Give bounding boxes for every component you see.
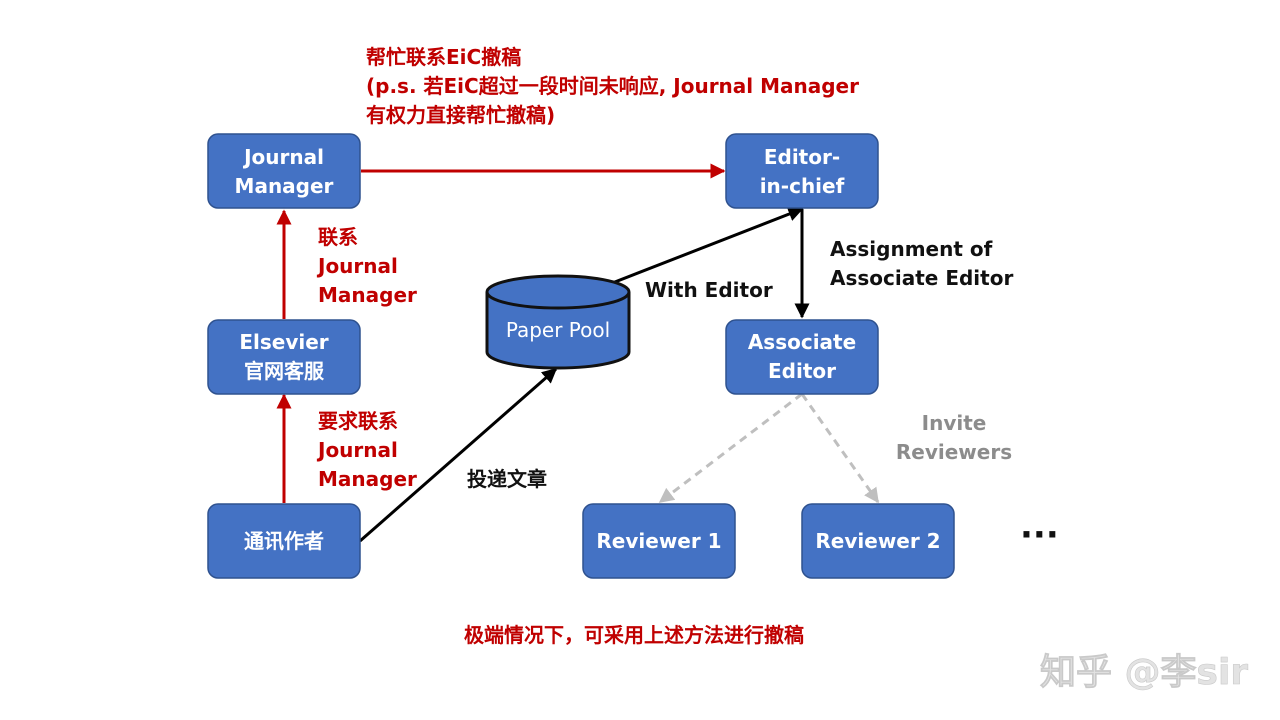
invite-reviewers-line-1: Invite xyxy=(922,411,987,435)
editor-in-chief-label-line-1: Editor- xyxy=(764,145,840,169)
contact-jm-line-2: Journal xyxy=(316,254,398,278)
invite-reviewers-label: Invite Reviewers xyxy=(896,411,1012,464)
assignment-line-2: Associate Editor xyxy=(830,266,1013,290)
paper-pool-cylinder: Paper Pool xyxy=(485,274,631,370)
contact-jm-line-3: Manager xyxy=(318,283,417,307)
elsevier-service-label-line-1: Elsevier xyxy=(239,330,328,354)
invite-reviewers-line-2: Reviewers xyxy=(896,440,1012,464)
contact-jm-line-1: 联系 xyxy=(318,225,358,249)
corresponding-author-label: 通讯作者 xyxy=(244,529,324,553)
reviewer-1-label: Reviewer 1 xyxy=(596,529,721,553)
assignment-label: Assignment of Associate Editor xyxy=(830,237,1013,290)
associate-editor-node: Associate Editor xyxy=(725,319,879,395)
associate-editor-label-line-2: Editor xyxy=(768,359,836,383)
top-note: 帮忙联系EiC撤稿 (p.s. 若EiC超过一段时间未响应, Journal M… xyxy=(366,45,859,127)
paper-pool-label: Paper Pool xyxy=(506,318,610,342)
journal-manager-label-line-1: Journal xyxy=(242,145,324,169)
reviewer-2-node: Reviewer 2 xyxy=(801,503,955,579)
arrow-ae-to-reviewer-2 xyxy=(800,393,880,504)
top-note-line-1: 帮忙联系EiC撤稿 xyxy=(366,45,521,69)
reviewer-1-node: Reviewer 1 xyxy=(582,503,736,579)
bottom-note: 极端情况下，可采用上述方法进行撤稿 xyxy=(464,623,804,647)
elsevier-service-label-line-2: 官网客服 xyxy=(244,359,325,383)
request-contact-jm-label: 要求联系 Journal Manager xyxy=(316,409,417,491)
elsevier-service-node: Elsevier 官网客服 xyxy=(207,319,361,395)
request-contact-jm-line-3: Manager xyxy=(318,467,417,491)
editor-in-chief-label-line-2: in-chief xyxy=(760,174,845,198)
associate-editor-label-line-1: Associate xyxy=(748,330,856,354)
editor-in-chief-node: Editor- in-chief xyxy=(725,133,879,209)
ellipsis: ··· xyxy=(1020,515,1059,555)
with-editor-label: With Editor xyxy=(645,278,773,302)
assignment-line-1: Assignment of xyxy=(830,237,993,261)
top-note-line-2: (p.s. 若EiC超过一段时间未响应, Journal Manager xyxy=(366,74,859,98)
watermark: 知乎 @李sir xyxy=(1040,652,1248,693)
reviewer-2-label: Reviewer 2 xyxy=(815,529,940,553)
corresponding-author-node: 通讯作者 xyxy=(207,503,361,579)
submit-label: 投递文章 xyxy=(467,467,547,491)
request-contact-jm-line-2: Journal xyxy=(316,438,398,462)
arrow-author-to-pool xyxy=(359,367,558,543)
journal-manager-node: Journal Manager xyxy=(207,133,361,209)
top-note-line-3: 有权力直接帮忙撤稿) xyxy=(366,103,555,127)
contact-jm-label: 联系 Journal Manager xyxy=(316,225,417,307)
request-contact-jm-line-1: 要求联系 xyxy=(318,409,398,433)
journal-manager-label-line-2: Manager xyxy=(235,174,334,198)
arrow-ae-to-reviewer-1 xyxy=(658,392,803,504)
